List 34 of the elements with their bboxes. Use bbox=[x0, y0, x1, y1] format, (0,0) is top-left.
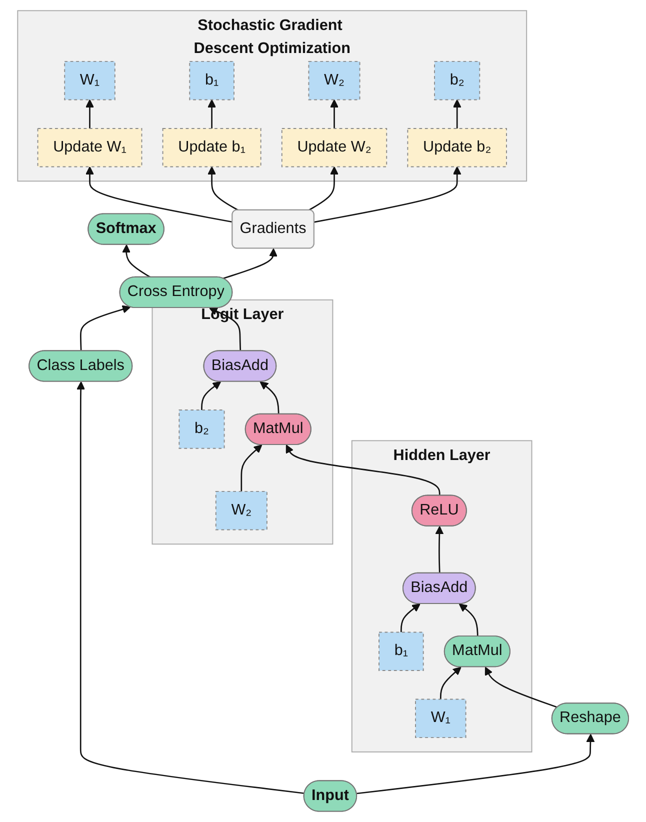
node-box: Update W₂ bbox=[281, 128, 387, 168]
arrow bbox=[208, 99, 216, 128]
arrow bbox=[222, 248, 278, 280]
arrow bbox=[484, 666, 558, 708]
arrow bbox=[76, 381, 305, 794]
node-box: W₁ bbox=[414, 698, 466, 738]
arrow bbox=[85, 166, 233, 223]
arrow bbox=[435, 526, 444, 574]
arrow bbox=[122, 244, 151, 278]
arrow bbox=[330, 99, 338, 128]
arrow bbox=[458, 604, 478, 637]
node-box: b₁ bbox=[189, 60, 234, 100]
arrow bbox=[314, 166, 462, 223]
node-box: W₂ bbox=[308, 60, 360, 100]
node-box: Update b₁ bbox=[162, 128, 262, 168]
arrow bbox=[208, 166, 239, 211]
node-box: W₂ bbox=[215, 490, 268, 530]
arrow bbox=[308, 166, 338, 211]
arrow bbox=[85, 99, 94, 128]
node-box: W₁ bbox=[64, 60, 116, 100]
arrow bbox=[452, 99, 462, 128]
node-box: b₁ bbox=[378, 632, 424, 672]
node-box: b₂ bbox=[434, 60, 480, 100]
arrow bbox=[440, 666, 462, 700]
node-box: Update b₂ bbox=[407, 128, 507, 168]
node-box: Update W₁ bbox=[37, 128, 142, 168]
arrow bbox=[240, 444, 262, 492]
arrow bbox=[356, 734, 595, 794]
arrow bbox=[80, 305, 131, 352]
arrow bbox=[400, 604, 420, 632]
arrow bbox=[200, 381, 221, 410]
node-box: b₂ bbox=[178, 410, 225, 449]
arrow bbox=[286, 444, 440, 496]
arrow bbox=[260, 381, 280, 414]
